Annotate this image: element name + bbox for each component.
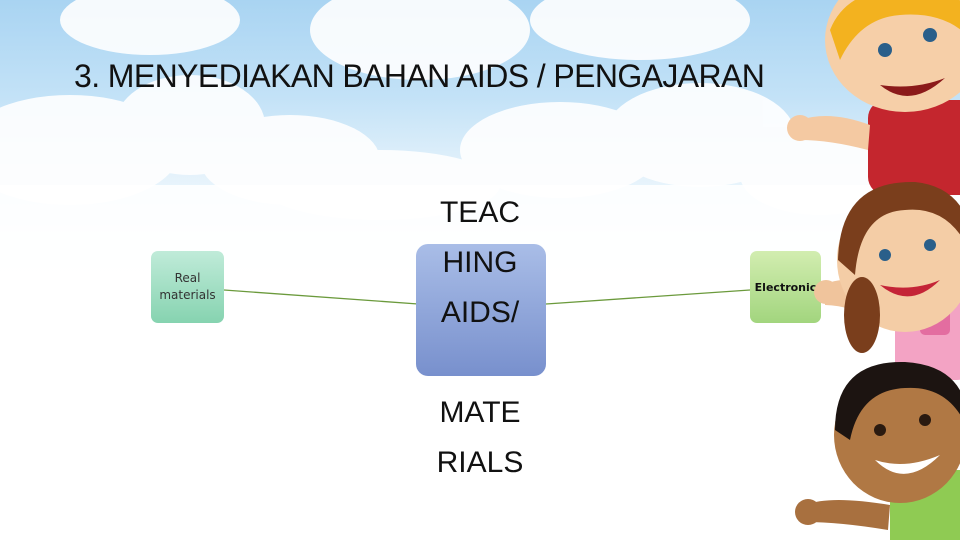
connector-left bbox=[223, 289, 419, 305]
node-real-materials-label: Real materials bbox=[159, 271, 216, 302]
node-real-materials: Real materials bbox=[151, 251, 224, 323]
node-teaching-aids-label: TEAC HING AIDS/ MATE RIALS bbox=[436, 196, 524, 479]
cartoon-boy-dark-hair-icon bbox=[795, 361, 960, 540]
slide-title: 3. MENYEDIAKAN BAHAN AIDS / PENGAJARAN bbox=[74, 58, 765, 94]
connector-right bbox=[545, 289, 751, 305]
node-electronic-label: Electronic bbox=[754, 280, 817, 294]
node-electronic: Electronic bbox=[750, 251, 821, 323]
cartoon-boy-blond-icon bbox=[787, 0, 960, 195]
cartoon-girl-brown-hair-icon bbox=[814, 181, 960, 380]
node-teaching-aids-box bbox=[416, 244, 546, 376]
